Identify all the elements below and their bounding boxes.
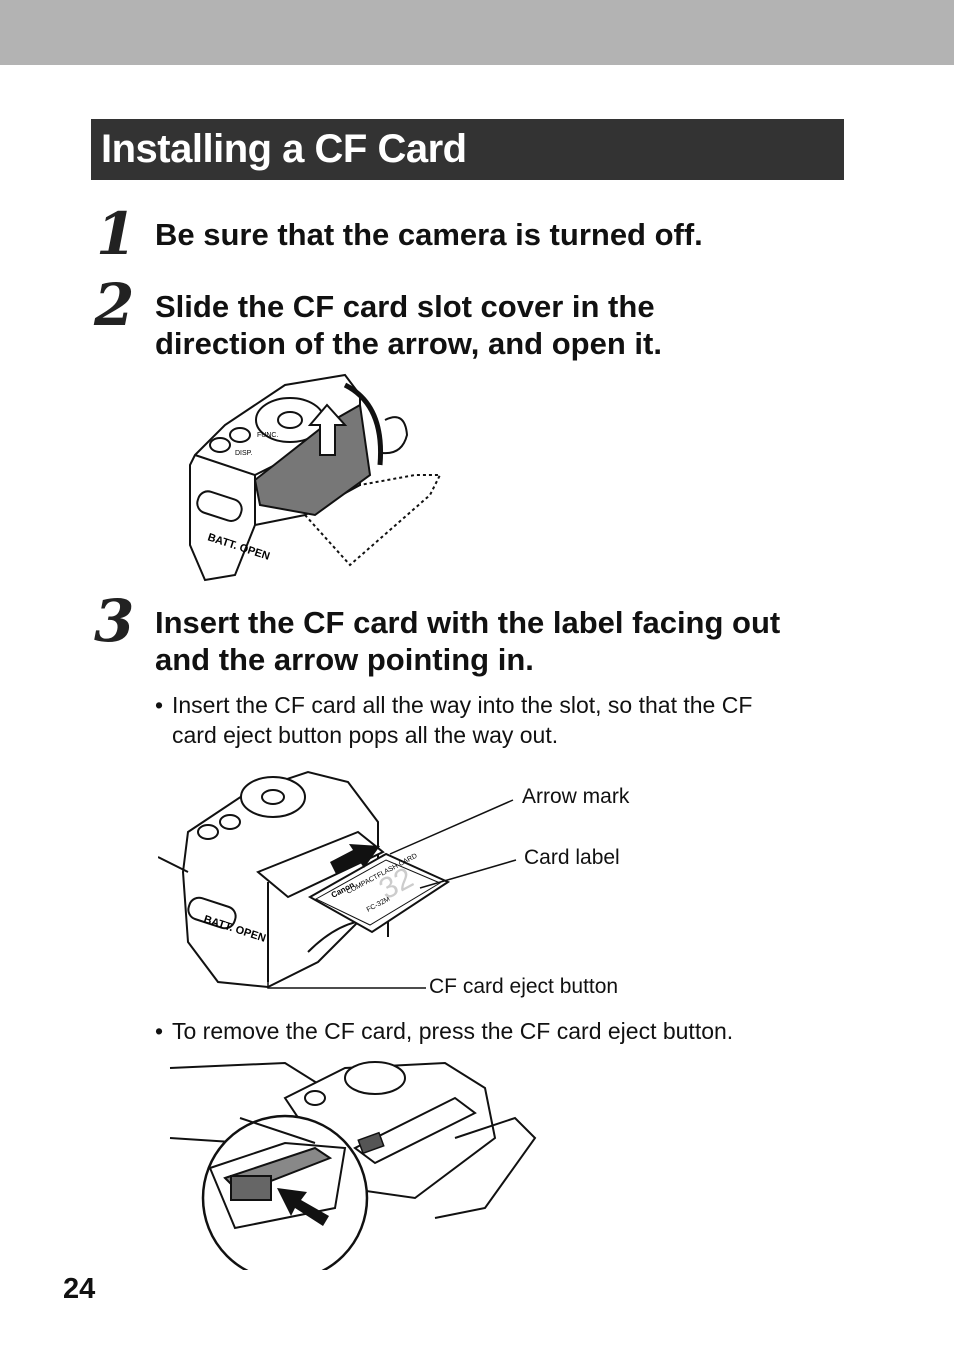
page-title: Installing a CF Card xyxy=(91,119,844,180)
bullet-insert-line-2: card eject button pops all the way out. xyxy=(172,722,559,748)
step-3-heading-line-1: Insert the CF card with the label facing… xyxy=(155,605,781,640)
step-1-heading: Be sure that the camera is turned off. xyxy=(155,217,703,252)
disp-label: DISP. xyxy=(235,450,252,457)
step-1-number: 1 xyxy=(96,200,137,268)
step-2-heading-line-2: direction of the arrow, and open it. xyxy=(155,326,662,361)
step-3-heading: Insert the CF card with the label facing… xyxy=(155,604,780,678)
header-band xyxy=(0,0,954,65)
step-3-number: 3 xyxy=(94,587,135,655)
slot-cover-figure: BATT. OPEN FUNC. DISP. xyxy=(189,373,442,582)
callout-card-label: Card label xyxy=(524,846,620,869)
step-2-heading: Slide the CF card slot cover in the dire… xyxy=(155,288,662,362)
func-label: FUNC. xyxy=(257,432,278,439)
bullet-remove-text: To remove the CF card, press the CF card… xyxy=(172,1018,734,1044)
step-2-number: 2 xyxy=(94,271,135,339)
step-3-bullet-remove: • To remove the CF card, press the CF car… xyxy=(155,1016,733,1046)
page-number: 24 xyxy=(63,1273,96,1305)
step-3-bullet-insert: • Insert the CF card all the way into the… xyxy=(155,690,752,750)
callout-eject-button: CF card eject button xyxy=(429,975,619,998)
remove-card-figure xyxy=(169,1061,537,1270)
insert-card-figure: COMPACTFLASH CARD Canon FC-32M 32 BATT. … xyxy=(158,770,517,989)
bullet-mark: • xyxy=(155,692,164,718)
callout-arrow-mark: Arrow mark xyxy=(522,785,630,808)
step-3-heading-line-2: and the arrow pointing in. xyxy=(155,642,534,677)
step-2-heading-line-1: Slide the CF card slot cover in the xyxy=(155,289,655,324)
bullet-insert-line-1: Insert the CF card all the way into the … xyxy=(172,692,753,718)
bullet-mark-2: • xyxy=(155,1018,164,1044)
